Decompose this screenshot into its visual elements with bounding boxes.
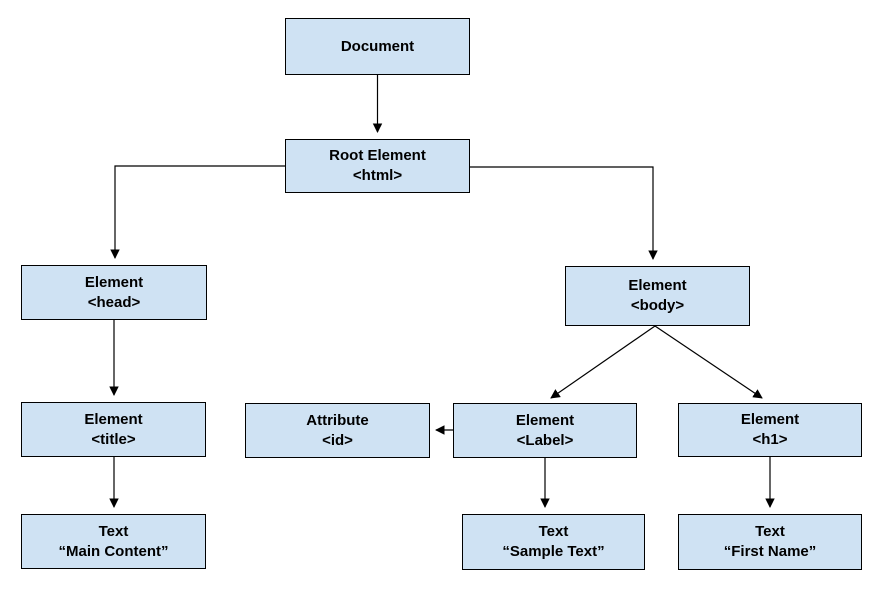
node-element-title: Element <title> [21,402,206,457]
node-tfirst-value: “First Name” [723,543,817,560]
node-label-label: Element [515,411,575,429]
node-element-label: Element <Label> [453,403,637,458]
node-element-h1: Element <h1> [678,403,862,457]
node-label-tag: <Label> [516,431,574,449]
connector-root-head [110,165,285,259]
node-attr-tag: <id> [322,431,353,449]
node-element-head: Element <head> [21,265,207,320]
node-attribute-id: Attribute <id> [245,403,430,458]
connector-root-body [470,166,658,260]
node-text-main-content: Text “Main Content” [21,514,206,569]
node-element-body: Element <body> [565,266,750,326]
node-body-label: Element [628,277,687,294]
node-root-label: Root Element [329,147,426,164]
node-title-label: Element [84,410,143,428]
node-tsample-label: Text [538,523,569,540]
node-head-label: Element [84,273,144,291]
node-title-tag: <title> [91,430,136,448]
node-attr-label: Attribute [306,411,369,429]
node-text-first-name: Text “First Name” [678,514,862,570]
node-document-label: Document [340,37,415,55]
node-body-tag: <body> [630,297,685,314]
node-text-sample-text: Text “Sample Text” [462,514,645,570]
node-tmain-label: Text [98,522,129,540]
connector-body-h1 [654,325,763,399]
node-root-element: Root Element <html> [285,139,470,193]
node-root-tag: <html> [352,167,403,184]
node-tfirst-label: Text [755,523,785,540]
node-h1-tag: <h1> [752,431,788,448]
node-tsample-value: “Sample Text” [502,543,605,560]
connector-body-label [550,325,656,399]
node-h1-label: Element [740,411,800,428]
node-document: Document [285,18,470,75]
node-tmain-value: “Main Content” [58,542,169,560]
node-head-tag: <head> [87,293,141,311]
